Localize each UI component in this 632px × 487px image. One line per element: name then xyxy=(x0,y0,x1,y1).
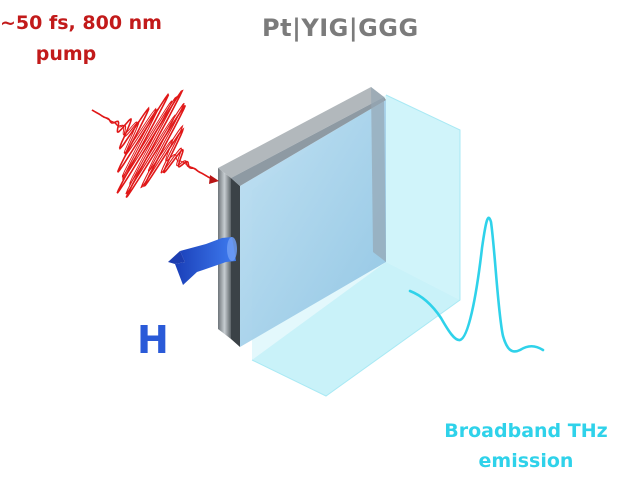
pump-label: ~50 fs, 800 nm pump xyxy=(0,8,162,70)
emission-label: Broadband THz emission xyxy=(420,416,632,476)
emission-label-line2: emission xyxy=(478,450,574,472)
sample-slab xyxy=(218,87,386,347)
emission-label-line1: Broadband THz xyxy=(444,420,608,442)
field-arrow-icon xyxy=(168,237,237,285)
pump-arrowhead-icon xyxy=(209,175,219,184)
pump-pulse-icon xyxy=(91,89,211,199)
field-label: H xyxy=(137,318,169,362)
pump-label-line2: pump xyxy=(35,43,97,65)
thz-waveform-icon xyxy=(408,216,545,353)
pump-label-line1: ~50 fs, 800 nm xyxy=(0,12,162,34)
sample-label: Pt|YIG|GGG xyxy=(262,14,419,42)
